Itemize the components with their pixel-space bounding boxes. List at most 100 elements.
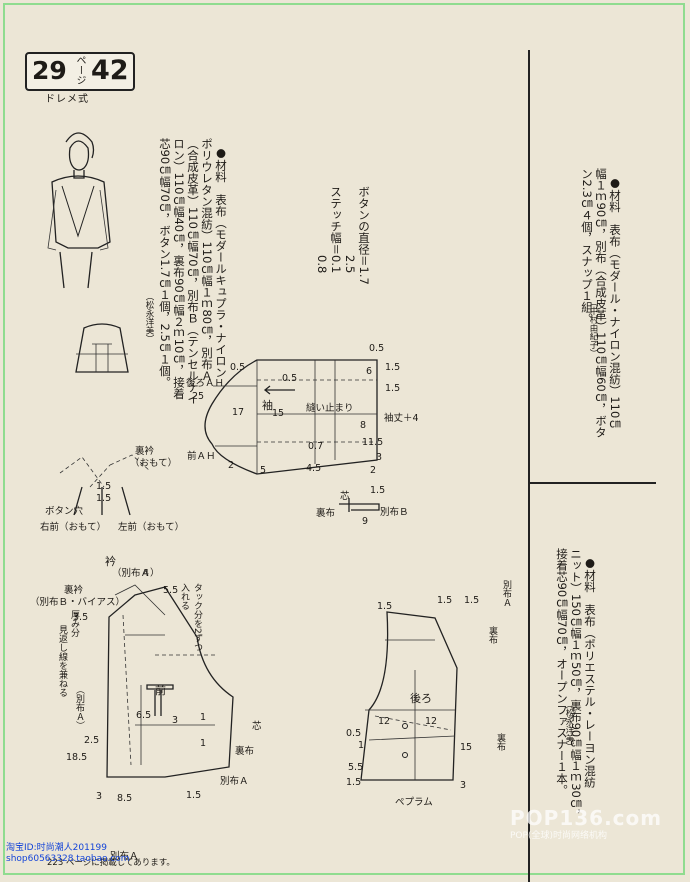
front-shin: 芯 <box>252 721 262 732</box>
front-fabric-a: （別布Ａ） <box>74 685 84 730</box>
materials-right-top-credit: （中村由紀子） <box>588 298 598 358</box>
page-number: 42 <box>91 55 129 86</box>
front-thickness: 厚み分 <box>69 610 79 637</box>
back-lining: 裏布 <box>487 626 497 644</box>
dim: 1.5 <box>464 595 480 606</box>
dim: 1.5 <box>437 595 453 606</box>
dim: 4.5 <box>306 463 322 474</box>
front-facing-note: 見返し線を兼ねる <box>57 625 67 697</box>
dim: 8 <box>360 420 367 431</box>
pocket-fabric-b: 別布Ｂ <box>380 507 409 518</box>
dim: 2.5 <box>84 735 100 746</box>
dim: 1 <box>200 738 207 749</box>
dim: 12 <box>378 716 391 727</box>
watermark-shop: shop60563328.taobao.com <box>6 854 130 864</box>
dim: 3.5 <box>73 612 89 623</box>
materials-right-bottom: ●材料 表布（ポリエステル・レーヨン混紡 ニット）150㎝幅１ｍ50㎝，裏布90… <box>555 548 597 821</box>
dim: 4 <box>143 568 150 579</box>
dim: 1.5 <box>96 493 112 504</box>
dim: 1.5 <box>346 777 362 788</box>
dim: 3 <box>172 715 179 726</box>
dim: 5.5 <box>163 585 179 596</box>
footer-note: 223 ページに掲載してあります。 <box>47 858 175 868</box>
sleeve-pattern <box>204 359 378 475</box>
pattern-number: 29 <box>32 56 67 85</box>
watermark-site: POP136.com <box>510 806 663 830</box>
dim: 8.5 <box>117 793 133 804</box>
materials-left-credit: （松永洋美） <box>144 292 154 343</box>
dim: 6.5 <box>136 710 152 721</box>
front-under-collar: 裏衿 <box>64 585 84 596</box>
column-divider <box>528 50 530 882</box>
dim: 1 <box>358 740 365 751</box>
sleeve-front-ah: 前ＡＨ <box>187 451 216 462</box>
drafting-style: ドレメ式 <box>45 94 89 105</box>
dim: 25 <box>192 391 205 402</box>
dim: 0.5 <box>346 728 362 739</box>
collar-omote: （おもて） <box>130 458 178 469</box>
jacket-illustration <box>47 132 111 289</box>
back-view-sketch <box>75 323 129 373</box>
sleeve-label: 袖 <box>262 399 273 412</box>
collar-left-front: 左前（おもて） <box>118 522 185 533</box>
dim: 1.5 <box>96 481 112 492</box>
sleeve-stitch-stop: 縫い止まり <box>306 403 354 414</box>
dim: 1.5 <box>370 485 386 496</box>
watermark-site-sub: POP(全球)时尚网络机构 <box>510 831 607 841</box>
dim: 0.5 <box>369 343 385 354</box>
dim: 2 <box>370 465 377 476</box>
dim: 17 <box>232 407 245 418</box>
page-border <box>3 3 685 875</box>
button-note: ボタンの直径＝1.7 2.5 ステッチ幅＝0.1 0.8 <box>315 186 371 285</box>
dim: 9 <box>362 516 369 527</box>
collar-button-hole: ボタン穴 <box>45 506 84 517</box>
front-label: 前 <box>155 684 166 697</box>
dim: 2 <box>228 460 235 471</box>
front-lining: 裏布 <box>235 746 255 757</box>
materials-left: ●材料 表布（モダールキュプラ・ナイロン ポリウレタン混紡）110㎝幅１ｍ80㎝… <box>158 138 228 405</box>
dim: 0.7 <box>308 441 324 452</box>
row-divider <box>528 482 656 484</box>
front-fabric-a2: 別布Ａ <box>220 776 249 787</box>
dim: 11.5 <box>362 437 384 448</box>
page-kana: ページ <box>74 55 85 85</box>
pocket-lining: 裏布 <box>316 508 336 519</box>
dim: 1.5 <box>186 790 202 801</box>
pocket-shin: 芯 <box>340 491 350 502</box>
dim: 0.5 <box>230 362 246 373</box>
dim: 18.5 <box>66 752 88 763</box>
dim: 5 <box>260 465 267 476</box>
back-pattern <box>360 611 458 781</box>
dim: 3 <box>96 791 103 802</box>
collar-under: 裏衿 <box>135 446 155 457</box>
back-peplum: ペプラム <box>395 797 433 808</box>
materials-right-bottom-credit: （松永洋美） <box>564 700 574 751</box>
dim: 15 <box>460 742 473 753</box>
sleeve-length-note: 袖丈＋4 <box>384 413 419 424</box>
pocket-detail <box>339 498 380 512</box>
dim: 1.5 <box>377 601 393 612</box>
pattern-badge: 29 ページ 42 <box>25 52 135 91</box>
sleeve-back-ah: 後ろＡＨ <box>186 378 225 389</box>
dim: 5.5 <box>348 762 364 773</box>
dim: 3 <box>376 452 383 463</box>
dim: 15 <box>272 408 285 419</box>
watermark-id: 淘宝ID:时尚潮人201199 <box>6 843 107 853</box>
collar-right-front: 右前（おもて） <box>40 522 107 533</box>
front-collar-sub: （別布Ａ） <box>112 568 160 579</box>
back-label: 後ろ <box>410 692 432 705</box>
back-lining-2: 裏布 <box>495 733 505 751</box>
dim: 1.5 <box>385 362 401 373</box>
materials-right-top: ●材料 表布（モダール・ナイロン混紡）110㎝ 幅１ｍ90㎝，別布（合成皮革）1… <box>580 168 622 438</box>
collar-sketch <box>59 454 151 516</box>
back-fabric-a: 別布Ａ <box>501 580 511 607</box>
front-fabric-a3: 別布Ａ <box>110 851 139 862</box>
dim: 6 <box>366 366 373 377</box>
front-pattern <box>106 584 234 778</box>
front-tuck-note: タック分を2ずつ 入れる <box>179 583 202 652</box>
front-collar: 衿 <box>105 555 116 568</box>
dim: 12 <box>425 716 438 727</box>
dim: 0.5 <box>282 373 298 384</box>
front-fabric-b-bias: （別布Ｂ・バイアス） <box>30 597 126 608</box>
dim: 3 <box>460 780 467 791</box>
